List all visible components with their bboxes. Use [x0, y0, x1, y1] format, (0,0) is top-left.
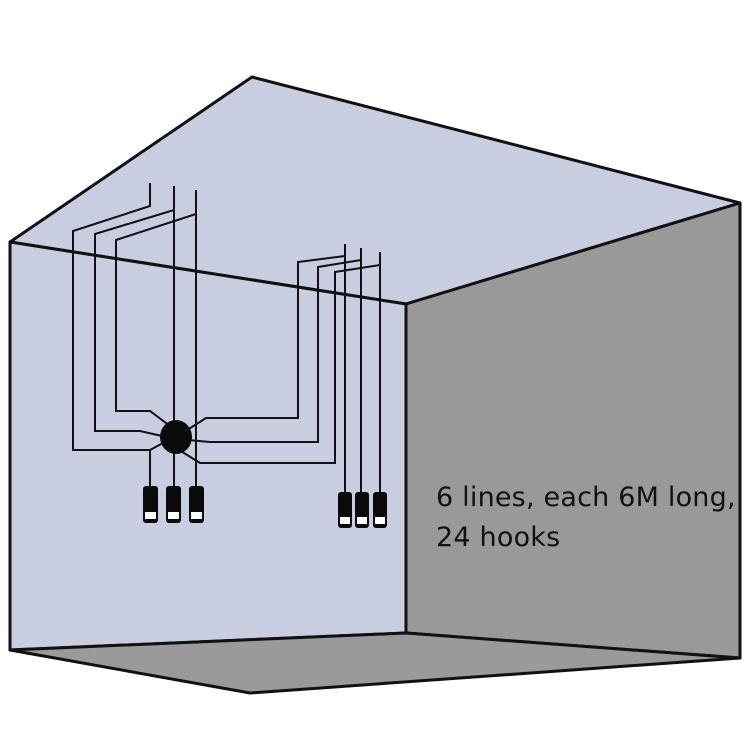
spec-caption: 6 lines, each 6M long, 24 hooks — [436, 478, 736, 558]
wire-line — [94, 186, 175, 437]
wire-line — [115, 190, 197, 427]
back-wall — [8, 240, 408, 652]
lamp-group-left — [143, 486, 204, 523]
floor — [8, 631, 742, 695]
pendant-lamp-icon — [166, 486, 181, 523]
wire-line — [183, 244, 346, 433]
wire-lines — [72, 183, 381, 494]
pendant-lamp-icon — [373, 492, 387, 528]
pendant-lamp-icon — [355, 492, 369, 528]
lamp-group-right — [338, 492, 387, 528]
pendant-lamp-icon — [338, 492, 352, 528]
pendant-lamp-icon — [189, 486, 204, 523]
room — [8, 75, 742, 695]
spec-caption-line-2: 24 hooks — [436, 522, 561, 553]
wire-line — [72, 183, 177, 451]
spec-caption-line-1: 6 lines, each 6M long, — [436, 482, 736, 513]
round-canopy-icon — [160, 420, 192, 454]
pendant-lamp-icon — [143, 486, 158, 523]
wire-line — [187, 248, 362, 443]
